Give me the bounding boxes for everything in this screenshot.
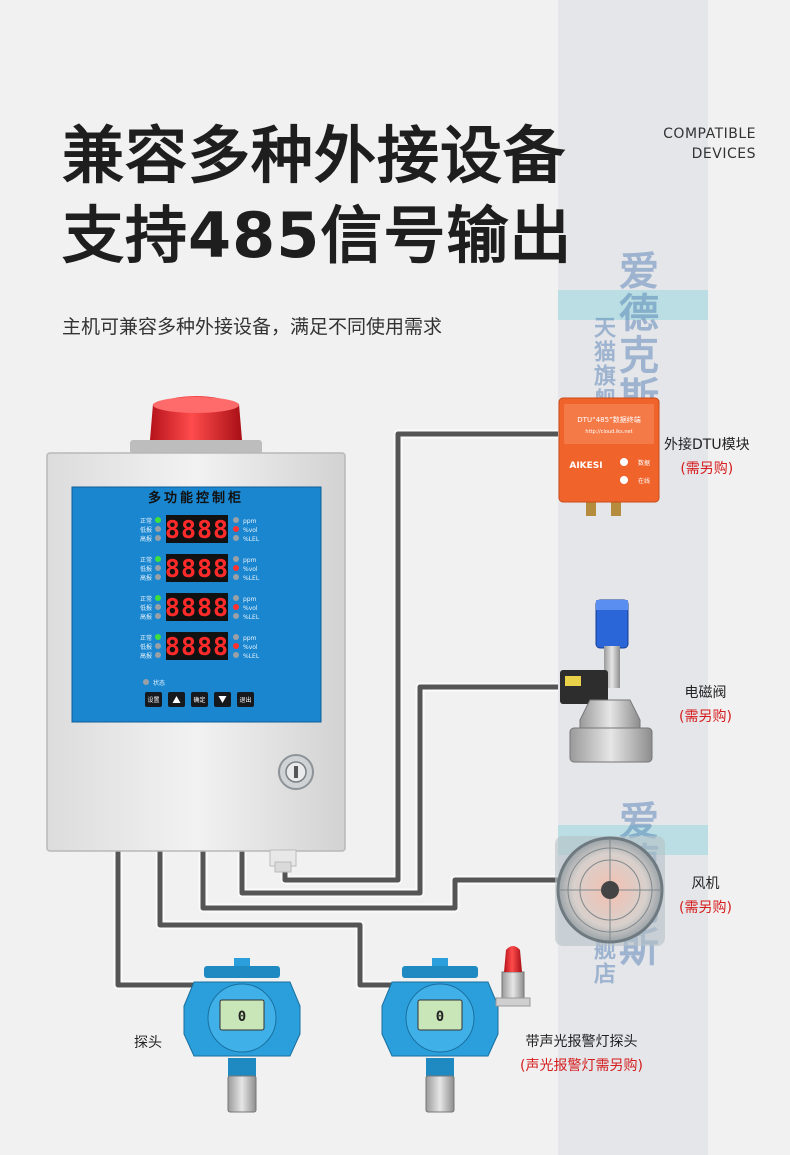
unit-label: ppm [243,635,257,642]
dtu-title: DTU“485”数据终端 [577,415,640,424]
up-button[interactable] [168,692,185,707]
unit-led [233,565,239,571]
unit-led [233,604,239,610]
gas-detector-with-alarm-icon: 0 [381,946,531,1113]
dtu-brand: AIKESI [569,461,602,471]
dtu-led-data: 数据 [638,459,650,467]
unit-led [233,613,239,619]
unit-label: %LEL [243,536,260,543]
unit-label: %vol [243,527,258,534]
unit-label: %vol [243,605,258,612]
arrow-up-icon [172,696,181,703]
stripe-band [558,290,708,320]
unit-label: %LEL [243,614,260,621]
status-led [155,595,161,601]
background-stripe [558,0,708,1155]
row-label: 正常 [140,595,152,603]
unit-led [233,556,239,562]
row-label: 正常 [140,517,152,525]
row-label: 低报 [140,526,152,534]
down-button[interactable] [214,692,231,707]
headline-line-2: 支持485信号输出 [62,199,573,272]
gas-detector-icon: 0 [183,958,301,1113]
unit-led [233,634,239,640]
english-heading-2: DEVICES [691,146,756,162]
unit-label: %vol [243,644,258,651]
solenoid-valve-icon [560,599,653,763]
digit-display [166,593,228,621]
digit-display [166,554,228,582]
dtu-module-icon [558,397,660,516]
digit-display-value: 8888 [165,632,229,661]
svg-text:退出: 退出 [239,696,251,704]
status-led [155,517,161,523]
label-detector: 探头 [134,1035,162,1051]
svg-text:设置: 设置 [147,696,159,704]
dtu-url: http://cloud.iks.net [585,429,632,435]
status-led [155,652,161,658]
unit-label: %LEL [243,653,260,660]
fan-icon [555,836,665,946]
unit-led [233,643,239,649]
alarm-light-icon [130,396,262,454]
status-led [155,604,161,610]
label-dtu-module: 外接DTU模块 (需另购) [664,437,750,477]
row-label: 低报 [140,643,152,651]
status-led [155,535,161,541]
confirm-button[interactable]: 确定 [191,692,208,707]
detector-display-value: 0 [238,1009,246,1025]
panel-title: 多功能控制柜 [148,490,244,506]
unit-label: ppm [243,596,257,603]
arrow-down-icon [218,696,227,703]
status-led [155,565,161,571]
svg-text:确定: 确定 [193,696,205,704]
unit-label: ppm [243,557,257,564]
unit-led [233,535,239,541]
detector-display-value: 0 [436,1009,444,1025]
digit-display [166,515,228,543]
unit-led [233,574,239,580]
status-led [155,526,161,532]
digit-display-value: 8888 [165,515,229,544]
dtu-led-online: 在线 [638,477,650,485]
watermark-brand: 爱德克斯 [612,250,658,418]
row-label: 高报 [140,613,152,621]
status-led [155,613,161,619]
status-led [155,634,161,640]
label-solenoid-valve: 电磁阀 (需另购) [679,685,732,725]
headline-line-1: 兼容多种外接设备 [62,119,567,192]
digit-display-value: 8888 [165,593,229,622]
set-button[interactable]: 设置 [145,692,162,707]
row-label: 正常 [140,556,152,564]
row-label: 正常 [140,634,152,642]
row-label: 高报 [140,574,152,582]
digit-display-value: 8888 [165,554,229,583]
digit-display [166,632,228,660]
unit-label: ppm [243,518,257,525]
status-led [143,679,149,685]
status-led [155,643,161,649]
unit-led [233,652,239,658]
label-detector-with-alarm: 带声光报警灯探头 (声光报警灯需另购) [520,1034,643,1074]
row-label: 低报 [140,604,152,612]
unit-led [233,595,239,601]
status-label: 状态 [153,679,165,687]
unit-led [233,517,239,523]
status-led [155,574,161,580]
unit-led [233,526,239,532]
label-fan: 风机 (需另购) [679,876,732,916]
row-label: 高报 [140,535,152,543]
row-label: 高报 [140,652,152,660]
exit-button[interactable]: 退出 [237,692,254,707]
subtitle: 主机可兼容多种外接设备，满足不同使用需求 [62,316,443,338]
status-led [155,556,161,562]
unit-label: %vol [243,566,258,573]
english-heading-1: COMPATIBLE [663,126,756,142]
row-label: 低报 [140,565,152,573]
unit-label: %LEL [243,575,260,582]
